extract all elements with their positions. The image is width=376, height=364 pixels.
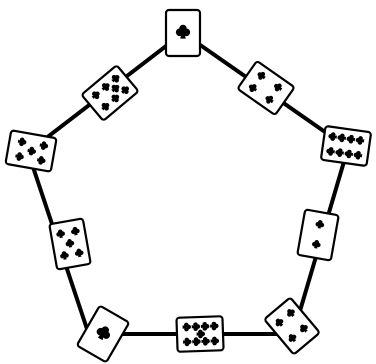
card-lower-right [297,209,338,260]
card-face [321,126,371,166]
pentagon-edges [28,33,348,338]
card-lower-left [49,218,90,269]
card-face [297,209,338,260]
card-face [264,297,320,354]
card-top [166,10,200,56]
card-bottom-left [77,306,129,363]
card-bottom-right [264,297,320,354]
card-left [5,130,56,171]
cards [5,10,371,362]
card-bottom-mid [176,316,223,352]
card-right [321,126,371,166]
